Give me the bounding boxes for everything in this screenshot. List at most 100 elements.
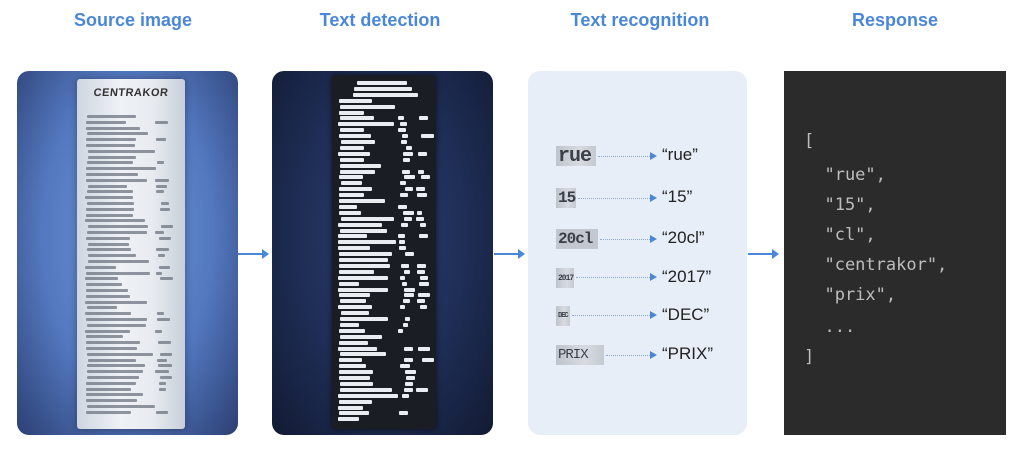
receipt-text-line — [87, 358, 137, 362]
receipt-price — [155, 138, 167, 142]
detected-text-box — [338, 269, 375, 274]
detected-text-box — [339, 104, 396, 109]
dotted-connector — [576, 277, 650, 278]
arrow-source-to-detection — [238, 249, 269, 259]
detected-text-box — [340, 322, 359, 327]
detected-text-box — [404, 187, 414, 192]
detected-text-box — [421, 134, 434, 139]
detected-text-box — [398, 411, 408, 416]
detected-text-box — [339, 193, 364, 198]
detected-text-box — [338, 364, 367, 369]
detected-text-box — [404, 175, 415, 180]
receipt-text-line — [87, 225, 149, 229]
detected-text-box — [417, 151, 428, 156]
receipt-price — [155, 231, 164, 234]
detected-text-box — [403, 322, 409, 327]
detected-text-box — [338, 134, 372, 139]
text-recognition-panel: rue “rue” 15 “15” 20cl “20cl” 2017 “2017… — [528, 71, 747, 435]
detected-text-box — [405, 145, 413, 150]
detected-text-box — [421, 175, 430, 180]
receipt-text-line — [85, 335, 124, 339]
detected-text-box — [338, 246, 371, 251]
detected-text-box — [340, 157, 364, 162]
detected-text-box — [401, 263, 410, 268]
detected-text-box — [339, 110, 365, 115]
receipt-text-line — [86, 178, 147, 182]
detected-text-box — [400, 275, 406, 280]
detected-text-box — [338, 328, 365, 333]
detected-text-box — [403, 269, 410, 274]
receipt-text-line — [85, 312, 132, 316]
receipt-text-line — [85, 144, 135, 147]
detected-text-box — [338, 405, 364, 410]
receipt-price — [156, 161, 165, 165]
receipt-price — [158, 341, 172, 345]
receipt-price — [158, 387, 167, 391]
receipt-price — [157, 358, 168, 362]
receipt-text-line — [86, 323, 146, 327]
detected-text-box — [417, 210, 423, 215]
detected-text-box — [340, 352, 387, 357]
detected-text-box — [405, 370, 417, 375]
connector-arrowhead — [650, 235, 657, 243]
detected-text-box — [339, 258, 389, 262]
detected-text-box — [357, 81, 407, 85]
receipt-text-line — [86, 405, 155, 408]
receipt-price — [160, 207, 170, 211]
receipt-text-line — [86, 352, 153, 356]
detected-text-box — [399, 181, 407, 186]
receipt-text-line — [87, 242, 129, 246]
text-recognition-title: Text recognition — [570, 10, 710, 30]
detected-text-box — [340, 299, 366, 304]
receipt-text-line — [85, 271, 151, 275]
detected-text-box — [339, 98, 372, 103]
arrow-detection-to-recognition — [494, 249, 525, 259]
detected-text-box — [338, 122, 395, 127]
receipt-text-line — [86, 341, 141, 345]
receipt-text-line — [87, 260, 150, 263]
receipt-price — [155, 248, 170, 252]
detected-text-box — [419, 222, 426, 227]
detected-text-box — [338, 210, 361, 215]
response-line: [ — [804, 131, 815, 151]
receipt-text-line — [85, 196, 134, 200]
detected-text-box — [402, 281, 408, 286]
detected-text-box — [398, 204, 407, 209]
detected-text-box — [340, 128, 364, 133]
recognized-text: “2017” — [662, 267, 712, 286]
detected-text-box — [340, 216, 395, 221]
detected-text-box — [339, 411, 370, 416]
detected-text-box — [339, 163, 382, 168]
detected-text-box — [340, 387, 393, 392]
detected-text-box — [398, 128, 407, 133]
receipt-text-line — [86, 132, 149, 136]
detected-text-box — [403, 387, 414, 392]
connector-arrowhead — [650, 311, 657, 319]
detected-text-box — [398, 234, 405, 239]
detected-text-box — [398, 240, 405, 245]
detected-text-box — [398, 328, 404, 333]
detected-text-box — [338, 393, 398, 398]
receipt-text-line — [86, 347, 138, 350]
detected-text-box — [416, 299, 426, 304]
detected-text-box — [338, 305, 373, 310]
detected-text-box — [338, 222, 383, 227]
detected-text-box — [339, 281, 359, 286]
detected-text-box — [338, 275, 388, 280]
detected-text-box — [399, 122, 408, 127]
receipt-text-line — [85, 219, 146, 223]
receipt-detected — [332, 75, 436, 429]
detected-text-box — [338, 263, 390, 268]
detected-text-box — [339, 340, 369, 345]
detected-text-box — [416, 269, 426, 274]
recognized-text: “15” — [662, 187, 693, 206]
receipt-price — [160, 225, 174, 229]
receipt-text-line — [87, 149, 156, 153]
detected-text-box — [338, 399, 372, 404]
detected-text-box — [339, 187, 372, 192]
detected-text-box — [420, 275, 428, 280]
receipt-photo: CENTRAKOR — [77, 79, 185, 429]
detected-text-box — [402, 157, 410, 162]
response-line: "cl", — [804, 225, 876, 245]
receipt-price — [155, 370, 170, 374]
